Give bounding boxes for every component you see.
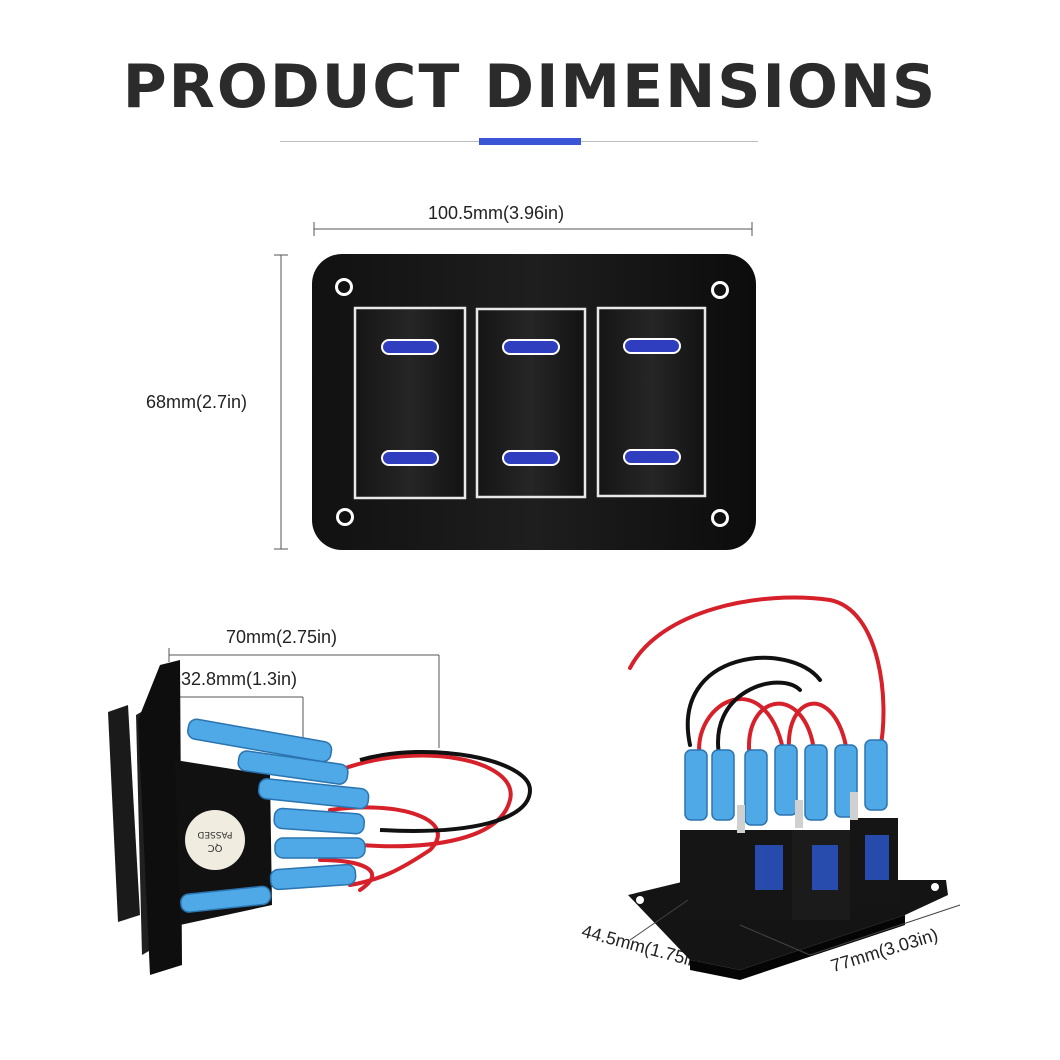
front-depth-dimension-line bbox=[169, 696, 304, 745]
height-dimension-line bbox=[274, 254, 288, 550]
switch-panel-front bbox=[312, 254, 756, 550]
base-width-dimension-line bbox=[739, 904, 961, 956]
rocker-switch-1 bbox=[353, 306, 467, 500]
width-dimension-line bbox=[313, 222, 753, 236]
base-depth-dimension-line bbox=[629, 899, 689, 941]
rocker-switch-2 bbox=[475, 307, 587, 499]
height-dimension-label: 68mm(2.7in) bbox=[146, 392, 248, 412]
title-accent-bar bbox=[479, 138, 581, 145]
rocker-switch-3 bbox=[596, 306, 707, 498]
svg-text:PASSED: PASSED bbox=[197, 829, 232, 839]
page-title: PRODUCT DIMENSIONS bbox=[122, 52, 938, 122]
switch-panel-rear-view bbox=[628, 595, 948, 980]
total-depth-dimension-label: 70mm(2.75in) bbox=[226, 627, 338, 647]
switch-panel-side-view: QC PASSED bbox=[108, 660, 533, 975]
width-dimension-label: 100.5mm(3.96in) bbox=[428, 203, 565, 223]
total-depth-dimension-line bbox=[168, 648, 440, 748]
front-depth-dimension-label: 32.8mm(1.3in) bbox=[181, 669, 298, 689]
svg-text:QC: QC bbox=[208, 842, 223, 853]
